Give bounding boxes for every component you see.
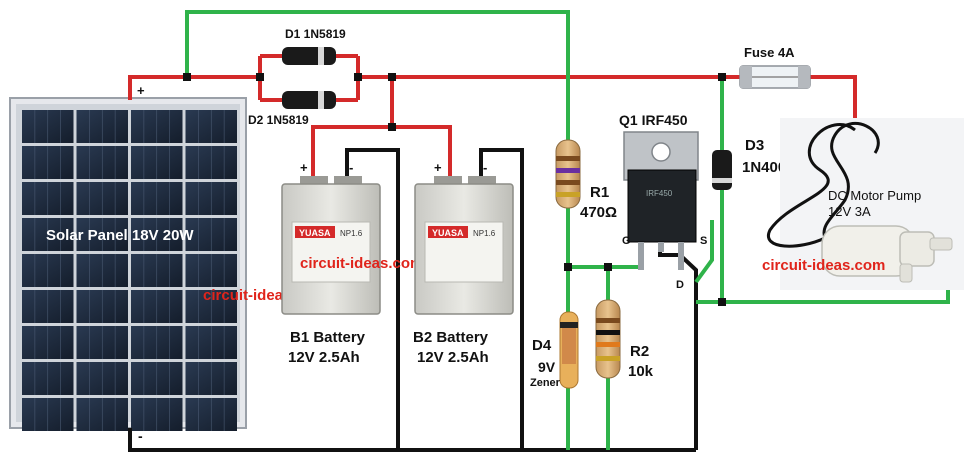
diode-d2: [282, 91, 336, 109]
negative-wires: [128, 148, 698, 452]
d4-value: 9V: [538, 359, 556, 375]
b1-rating: 12V 2.5Ah: [288, 349, 360, 366]
d4-type: Zener: [530, 377, 561, 389]
r2-label: R2: [630, 343, 649, 360]
resistor-r1: [555, 139, 581, 209]
wires: [128, 10, 950, 452]
motor-pump: [766, 118, 964, 290]
solar-panel-label: Solar Panel 18V 20W: [46, 227, 194, 244]
b2-model: NP1.6: [473, 229, 496, 238]
control-wires: [185, 10, 950, 450]
r1-label: R1: [590, 184, 609, 201]
q1-pin-d: D: [676, 279, 684, 291]
r1-value: 470Ω: [580, 204, 617, 221]
b1-brand: YUASA: [299, 228, 331, 238]
mosfet-q1: IRF450: [623, 131, 699, 270]
b2-brand: YUASA: [432, 228, 464, 238]
battery-b2: YUASA NP1.6 + -: [414, 160, 514, 315]
q1-pin-s: S: [700, 235, 707, 247]
solar-panel: Solar Panel 18V 20W circuit-ideas.com: [9, 97, 326, 431]
b1-name: B1 Battery: [290, 329, 366, 346]
watermark-center: circuit-ideas.com: [300, 255, 423, 272]
resistor-r2: [595, 299, 621, 379]
r2-value: 10k: [628, 363, 654, 380]
zener-d4: [559, 311, 579, 389]
b1-minus: -: [349, 160, 353, 175]
motor-label: DC Motor Pump: [828, 188, 921, 203]
b1-model: NP1.6: [340, 229, 363, 238]
diode-d1: [282, 47, 336, 65]
q1-code: IRF450: [646, 189, 673, 198]
positive-wires: [128, 54, 857, 180]
diode-d3: [712, 150, 732, 190]
b2-name: B2 Battery: [413, 329, 489, 346]
d2-label: D2 1N5819: [248, 113, 309, 127]
solar-cells: [22, 110, 237, 431]
watermark-right: circuit-ideas.com: [762, 257, 885, 274]
d1-label: D1 1N5819: [285, 27, 346, 41]
q1-pin-g: G: [622, 235, 631, 247]
d3-label: D3: [745, 137, 764, 154]
b2-minus: -: [483, 160, 487, 175]
battery-b1: YUASA NP1.6 + -: [281, 160, 381, 315]
d4-label: D4: [532, 337, 552, 354]
panel-plus: +: [137, 83, 145, 98]
fuse-label: Fuse 4A: [744, 45, 795, 60]
motor-rating: 12V 3A: [828, 204, 871, 219]
b2-plus: +: [434, 160, 442, 175]
b2-rating: 12V 2.5Ah: [417, 349, 489, 366]
b1-plus: +: [300, 160, 308, 175]
fuse: [739, 65, 811, 89]
panel-minus: -: [138, 428, 143, 444]
q1-label: Q1 IRF450: [619, 112, 688, 128]
